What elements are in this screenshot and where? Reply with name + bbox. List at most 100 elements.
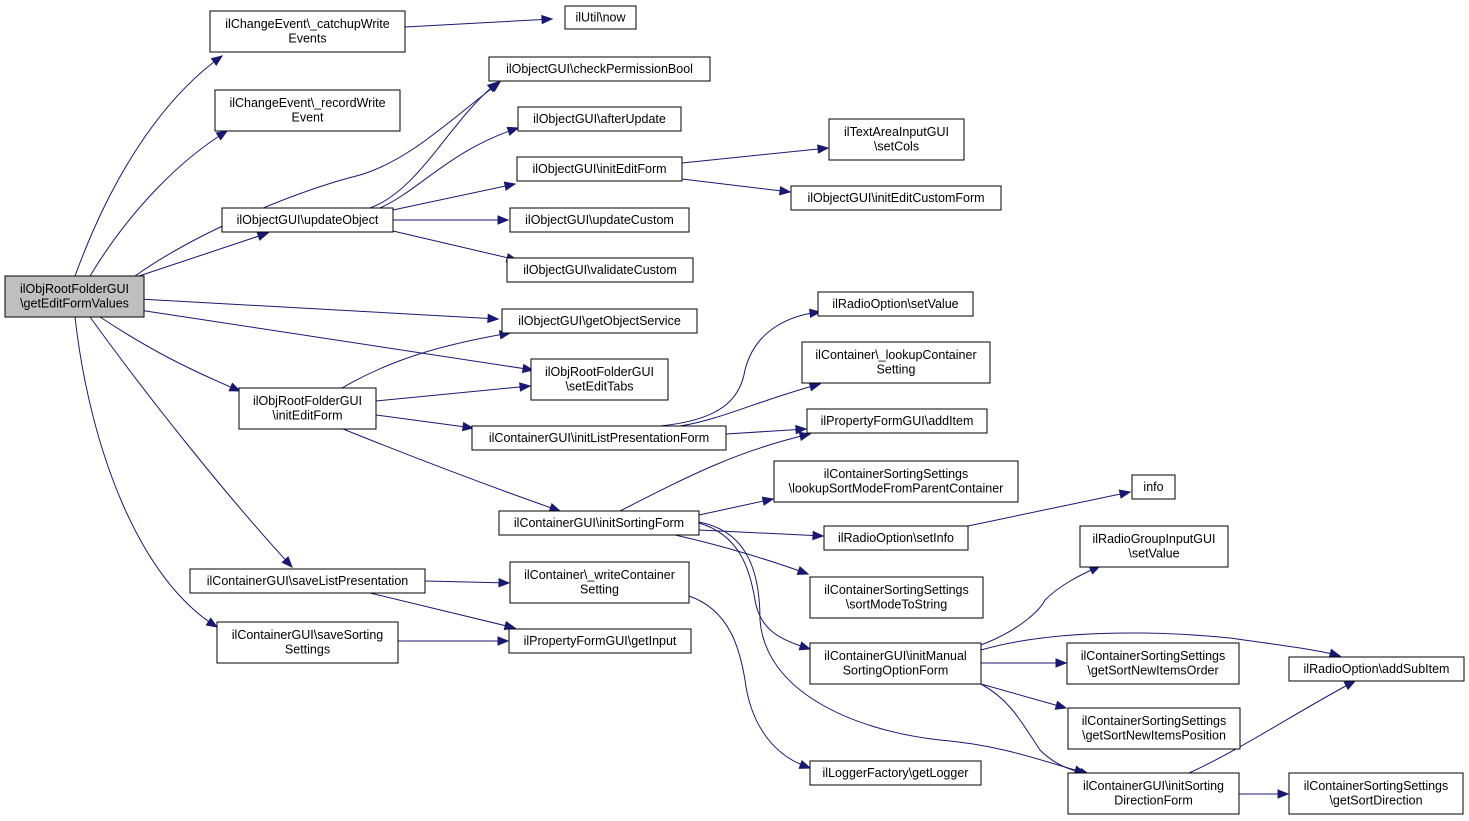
node-label-line: ilContainerGUI\initManual <box>824 649 966 663</box>
node-box <box>809 642 982 685</box>
edge-line <box>698 529 824 537</box>
node-box <box>828 118 965 161</box>
node-label-line: ilLoggerFactory\getLogger <box>823 766 969 780</box>
node-label-line: ilObjectGUI\checkPermissionBool <box>506 62 693 76</box>
edge-line <box>379 127 519 209</box>
arrowhead <box>281 556 293 568</box>
node-setEditTabs[interactable]: ilObjRootFolderGUI\setEditTabs <box>530 358 669 401</box>
arrowhead <box>487 313 500 324</box>
node-box <box>1066 642 1240 685</box>
arrowhead <box>215 130 229 141</box>
node-initSortingForm[interactable]: ilContainerGUI\initSortingForm <box>498 510 700 536</box>
node-box <box>809 760 982 786</box>
node-validateCustom[interactable]: ilObjectGUI\validateCustom <box>506 257 694 283</box>
edge-line <box>392 230 518 261</box>
node-addSubItem[interactable]: ilRadioOption\addSubItem <box>1288 656 1465 682</box>
node-initEditFormRoot[interactable]: ilObjRootFolderGUI\initEditForm <box>238 387 377 430</box>
node-label-line: ilChangeEvent\_catchupWrite <box>225 17 389 31</box>
node-box <box>1288 772 1464 815</box>
node-box <box>817 291 974 317</box>
edge-initEditFormObj-to-initEditCustomForm <box>681 178 792 196</box>
node-addItem[interactable]: ilPropertyFormGUI\addItem <box>806 408 988 434</box>
node-setCols[interactable]: ilTextAreaInputGUI\setCols <box>828 118 965 161</box>
node-label-line: ilObjectGUI\initEditForm <box>532 162 666 176</box>
edge-initListPres-to-lookupContainer <box>679 382 822 427</box>
node-label-line: ilContainerSortingSettings <box>824 583 969 597</box>
edge-initSortingForm-to-sortModeToString <box>674 534 810 575</box>
node-box <box>509 561 690 604</box>
node-root[interactable]: ilObjRootFolderGUI\getEditFormValues <box>4 275 145 318</box>
edge-root-to-saveSorting <box>74 316 219 628</box>
edge-initListPres-to-addItem <box>725 424 808 435</box>
node-saveListPres[interactable]: ilContainerGUI\saveListPresentation <box>189 568 426 594</box>
node-setInfo[interactable]: ilRadioOption\setInfo <box>823 525 969 551</box>
arrowhead <box>503 620 517 631</box>
edge-line <box>138 298 499 320</box>
node-getSortDirection[interactable]: ilContainerSortingSettings\getSortDirect… <box>1288 772 1464 815</box>
node-updateCustom[interactable]: ilObjectGUI\updateCustom <box>509 207 690 233</box>
node-initListPres[interactable]: ilContainerGUI\initListPresentationForm <box>471 425 727 451</box>
node-box <box>501 308 698 334</box>
node-label-line: \setValue <box>1128 547 1179 561</box>
node-afterUpdate[interactable]: ilObjectGUI\afterUpdate <box>517 106 682 132</box>
node-updateObject[interactable]: ilObjectGUI\updateObject <box>221 207 394 233</box>
node-label-line: \setCols <box>874 140 919 154</box>
edge-line <box>980 565 1101 646</box>
edge-setInfo-to-info <box>967 489 1132 527</box>
node-box <box>471 425 727 451</box>
node-label-line: ilObjectGUI\getObjectService <box>518 314 681 328</box>
node-now[interactable]: ilUtil\now <box>564 5 637 30</box>
node-label-line: ilContainerSortingSettings <box>1081 649 1226 663</box>
edge-initManual-to-getSortNewItemsPosition <box>980 683 1068 710</box>
edge-saveListPres-to-writeContainer <box>424 578 511 588</box>
node-radioGroupSetValue[interactable]: ilRadioGroupInputGUI\setValue <box>1079 525 1229 568</box>
node-initManual[interactable]: ilContainerGUI\initManualSortingOptionFo… <box>809 642 982 685</box>
edge-root-to-catchup <box>74 55 224 277</box>
node-label-line: Setting <box>877 363 916 377</box>
node-box <box>1131 474 1176 500</box>
node-label-line: ilRadioGroupInputGUI <box>1093 532 1216 546</box>
node-getSortNewItemsOrder[interactable]: ilContainerSortingSettings\getSortNewIte… <box>1066 642 1240 685</box>
node-getObjectService[interactable]: ilObjectGUI\getObjectService <box>501 308 698 334</box>
arrowhead <box>817 144 830 154</box>
node-label-line: ilContainerSortingSettings <box>1304 779 1449 793</box>
arrowhead <box>228 382 242 392</box>
node-getSortNewItemsPosition[interactable]: ilContainerSortingSettings\getSortNewIte… <box>1067 707 1241 750</box>
edge-line <box>619 433 811 512</box>
node-getLogger[interactable]: ilLoggerFactory\getLogger <box>809 760 982 786</box>
node-label-line: ilPropertyFormGUI\getInput <box>524 634 677 648</box>
node-sortModeToString[interactable]: ilContainerSortingSettings\sortModeToStr… <box>809 576 984 619</box>
node-label-line: ilContainerSortingSettings <box>824 467 969 481</box>
edge-initEditFormRoot-to-setEditTabs <box>375 382 532 402</box>
edge-line <box>659 311 821 427</box>
node-label-line: ilContainerGUI\saveSorting <box>232 628 384 642</box>
node-checkPerm[interactable]: ilObjectGUI\checkPermissionBool <box>488 56 711 82</box>
arrowhead <box>761 496 775 506</box>
edge-updateObject-to-afterUpdate <box>379 126 520 209</box>
node-box <box>214 89 401 132</box>
arrowhead <box>497 636 510 646</box>
node-initEditFormObj[interactable]: ilObjectGUI\initEditForm <box>516 156 683 182</box>
node-box <box>790 185 1002 211</box>
node-getInput[interactable]: ilPropertyFormGUI\getInput <box>508 628 692 654</box>
edge-line <box>89 316 293 568</box>
node-info[interactable]: info <box>1131 474 1176 500</box>
arrowhead <box>795 424 808 435</box>
node-radioSetValue[interactable]: ilRadioOption\setValue <box>817 291 974 317</box>
node-initEditCustomForm[interactable]: ilObjectGUI\initEditCustomForm <box>790 185 1002 211</box>
node-label-line: \getSortNewItemsPosition <box>1082 729 1226 743</box>
edge-initSortingForm-to-lookupSortMode <box>698 496 775 516</box>
node-box <box>508 628 692 654</box>
edge-line <box>681 147 829 164</box>
edge-initListPres-to-radioSetValue <box>659 308 822 427</box>
node-label-line: info <box>1143 480 1163 494</box>
arrowhead <box>210 55 224 67</box>
edge-line <box>375 414 474 429</box>
node-lookupSortMode[interactable]: ilContainerSortingSettings\lookupSortMod… <box>773 460 1019 503</box>
